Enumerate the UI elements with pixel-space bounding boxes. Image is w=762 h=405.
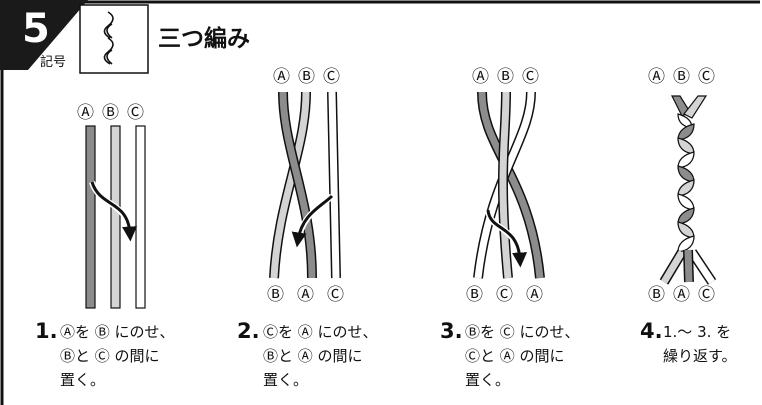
step-2-bottom-label-3: Ⓒ — [327, 285, 344, 305]
step-2-top-label-b: Ⓑ — [298, 67, 315, 87]
strand-c — [135, 125, 146, 309]
move-arrow-icon — [90, 181, 138, 242]
step-2-top-label-c: Ⓒ — [323, 67, 340, 87]
step-4-bottom-label-2: Ⓐ — [673, 285, 690, 305]
step-1-diagram: Ⓐ Ⓑ Ⓒ — [77, 103, 146, 309]
step-3-caption-line-3: 置く。 — [465, 371, 510, 389]
step-4-bottom-label-3: Ⓒ — [698, 285, 715, 305]
strand-c-fill — [689, 250, 715, 284]
step-2-caption-line-3: 置く。 — [263, 371, 308, 389]
step-group-number: 5 — [22, 6, 50, 52]
page-title: 三つ編み — [158, 25, 250, 52]
strand-c-fill — [474, 91, 535, 279]
step-2-caption-line-1: Ⓒを Ⓐ にのせ、 — [263, 323, 378, 341]
step-4-number: 4. — [640, 319, 663, 343]
strand-b — [110, 125, 121, 309]
step-4-caption-line-1: 1.～ 3. を — [663, 323, 731, 341]
step-2-diagram: Ⓐ Ⓑ Ⓒ Ⓑ Ⓐ Ⓒ — [267, 67, 344, 305]
symbol-label: 記号 — [40, 54, 66, 70]
strand-b-fill — [270, 91, 310, 279]
step-1-caption-line-2: Ⓑと Ⓒ の間に — [60, 347, 160, 365]
strand-b-fill — [499, 91, 512, 279]
step-3-top-label-c: Ⓒ — [522, 67, 539, 87]
step-2-caption-line-2: Ⓑと Ⓐ の間に — [263, 347, 363, 365]
braid-symbol-icon — [103, 11, 114, 65]
step-4-diagram: Ⓐ Ⓑ Ⓒ Ⓑ Ⓐ Ⓒ — [648, 67, 717, 305]
step-1-caption: 1. Ⓐを Ⓑ にのせ、 Ⓑと Ⓒ の間に 置く。 — [35, 319, 175, 389]
strand-b-fill — [660, 250, 686, 284]
step-4-caption: 4. 1.～ 3. を 繰り返す。 — [640, 319, 737, 365]
move-arrow-icon — [486, 209, 528, 268]
step-4-top-label-a: Ⓐ — [648, 67, 665, 87]
step-3-caption: 3. Ⓑを Ⓒ にのせ、 Ⓒと Ⓐ の間に 置く。 — [440, 319, 580, 389]
step-2-number: 2. — [237, 319, 260, 343]
step-3-bottom-label-2: Ⓒ — [496, 285, 513, 305]
strand-a-fill — [684, 249, 693, 283]
symbol-box — [79, 4, 149, 74]
step-3-number: 3. — [440, 319, 463, 343]
step-4-caption-line-2: 繰り返す。 — [663, 347, 737, 365]
strand-a-fill — [279, 91, 316, 279]
strand-c-fill — [328, 91, 340, 279]
step-1-caption-line-3: 置く。 — [60, 371, 105, 389]
step-4-top-label-b: Ⓑ — [673, 67, 690, 87]
step-2-bottom-label-2: Ⓐ — [297, 285, 314, 305]
step-2-caption: 2. Ⓒを Ⓐ にのせ、 Ⓑと Ⓐ の間に 置く。 — [237, 319, 378, 389]
step-4-top-label-c: Ⓒ — [698, 67, 715, 87]
step-2-top-label-a: Ⓐ — [273, 67, 290, 87]
strand-a — [85, 125, 96, 309]
step-1-caption-line-1: Ⓐを Ⓑ にのせ、 — [60, 323, 175, 341]
step-3-caption-line-2: Ⓒと Ⓐ の間に — [465, 347, 565, 365]
step-1-top-label-c: Ⓒ — [127, 103, 144, 123]
move-arrow-icon — [291, 194, 334, 248]
braid-column — [671, 95, 708, 253]
step-3-diagram: Ⓐ Ⓑ Ⓒ Ⓑ Ⓒ Ⓐ — [466, 67, 545, 305]
step-3-top-label-b: Ⓑ — [497, 67, 514, 87]
step-1-top-label-a: Ⓐ — [77, 103, 94, 123]
corner-tab — [0, 0, 88, 70]
step-3-bottom-label-1: Ⓑ — [466, 285, 483, 305]
step-1-number: 1. — [35, 319, 58, 343]
step-3-bottom-label-3: Ⓐ — [526, 285, 543, 305]
step-2-bottom-label-1: Ⓑ — [267, 285, 284, 305]
step-4-bottom-label-1: Ⓑ — [648, 285, 665, 305]
step-3-caption-line-1: Ⓑを Ⓒ にのせ、 — [465, 323, 580, 341]
step-1-top-label-b: Ⓑ — [102, 103, 119, 123]
step-3-top-label-a: Ⓐ — [472, 67, 489, 87]
